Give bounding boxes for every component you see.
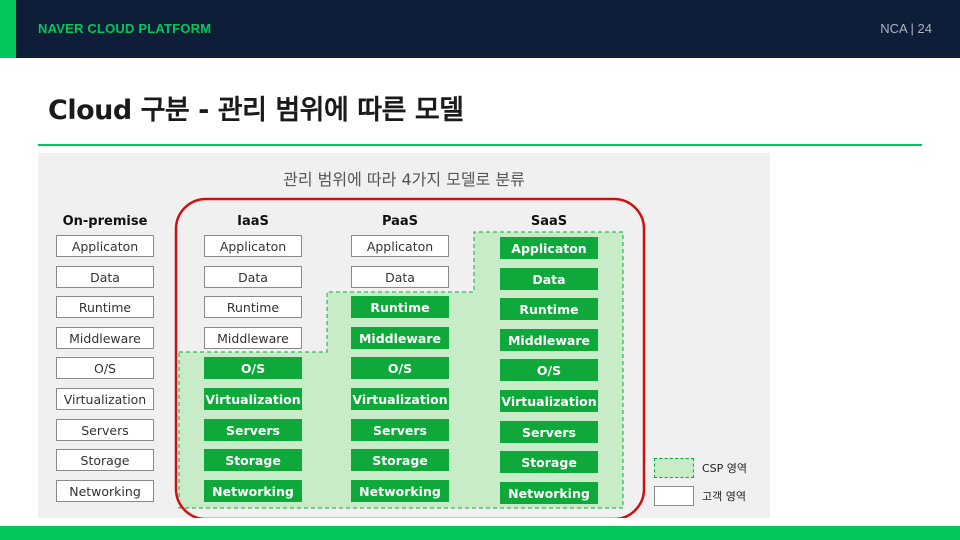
layer-box-iaas-networking: Networking [204, 479, 302, 502]
layer-box-paas-networking: Networking [351, 479, 449, 502]
layer-box-paas-storage: Storage [351, 449, 449, 472]
layer-box-iaas-virtualization: Virtualization [204, 388, 302, 410]
layer-box-iaas-runtime: Runtime [204, 296, 302, 319]
layer-box-saas-virtualization: Virtualization [500, 390, 598, 412]
layer-box-on-premise-data: Data [56, 265, 154, 288]
layer-box-on-premise-servers: Servers [56, 418, 154, 441]
layer-box-saas-networking: Networking [500, 481, 598, 504]
layer-box-iaas-storage: Storage [204, 449, 302, 472]
top-bar: NAVER CLOUD PLATFORM NCA | 24 [0, 0, 960, 58]
layer-box-iaas-servers: Servers [204, 418, 302, 441]
managed-models-highlight [174, 197, 646, 518]
layer-box-on-premise-applicaton: Applicaton [56, 235, 154, 257]
brand-label: NAVER CLOUD PLATFORM [38, 21, 212, 36]
legend-csp-label: CSP 영역 [702, 462, 748, 475]
page-title: Cloud 구분 - 관리 범위에 따른 모델 [48, 95, 464, 126]
layer-box-saas-os: O/S [500, 359, 598, 382]
layer-box-on-premise-storage: Storage [56, 449, 154, 472]
layer-box-on-premise-os: O/S [56, 357, 154, 380]
layer-box-on-premise-runtime: Runtime [56, 296, 154, 319]
column-header-saas: SaaS [530, 214, 568, 229]
bottom-bar [0, 526, 960, 540]
layer-box-paas-data: Data [351, 265, 449, 288]
layer-box-paas-servers: Servers [351, 418, 449, 441]
layer-box-paas-virtualization: Virtualization [351, 388, 449, 410]
layer-box-paas-runtime: Runtime [351, 296, 449, 319]
layer-box-saas-applicaton: Applicaton [500, 237, 598, 259]
column-header-paas: PaaS [381, 214, 419, 229]
layer-box-on-premise-middleware: Middleware [56, 326, 154, 349]
layer-box-iaas-data: Data [204, 265, 302, 288]
page-number: NCA | 24 [880, 21, 932, 36]
layer-box-on-premise-networking: Networking [56, 479, 154, 502]
diagram-subtitle: 관리 범위에 따라 4가지 모델로 분류 [283, 170, 525, 189]
layer-box-saas-middleware: Middleware [500, 328, 598, 351]
layer-box-iaas-os: O/S [204, 357, 302, 380]
title-divider [38, 144, 922, 146]
layer-box-saas-data: Data [500, 267, 598, 290]
layer-box-paas-os: O/S [351, 357, 449, 380]
layer-box-paas-applicaton: Applicaton [351, 235, 449, 257]
layer-box-iaas-applicaton: Applicaton [204, 235, 302, 257]
layer-box-saas-runtime: Runtime [500, 298, 598, 321]
layer-box-iaas-middleware: Middleware [204, 326, 302, 349]
column-header-iaas: IaaS [237, 214, 269, 229]
column-header-on-premise: On-premise [62, 214, 148, 229]
layer-box-paas-middleware: Middleware [351, 326, 449, 349]
layer-box-saas-storage: Storage [500, 451, 598, 474]
legend-customer-label: 고객 영역 [702, 490, 746, 503]
legend-customer-swatch [654, 486, 694, 506]
layer-box-saas-servers: Servers [500, 420, 598, 443]
legend-csp-swatch [654, 458, 694, 478]
layer-box-on-premise-virtualization: Virtualization [56, 388, 154, 410]
brand-accent [0, 0, 16, 58]
